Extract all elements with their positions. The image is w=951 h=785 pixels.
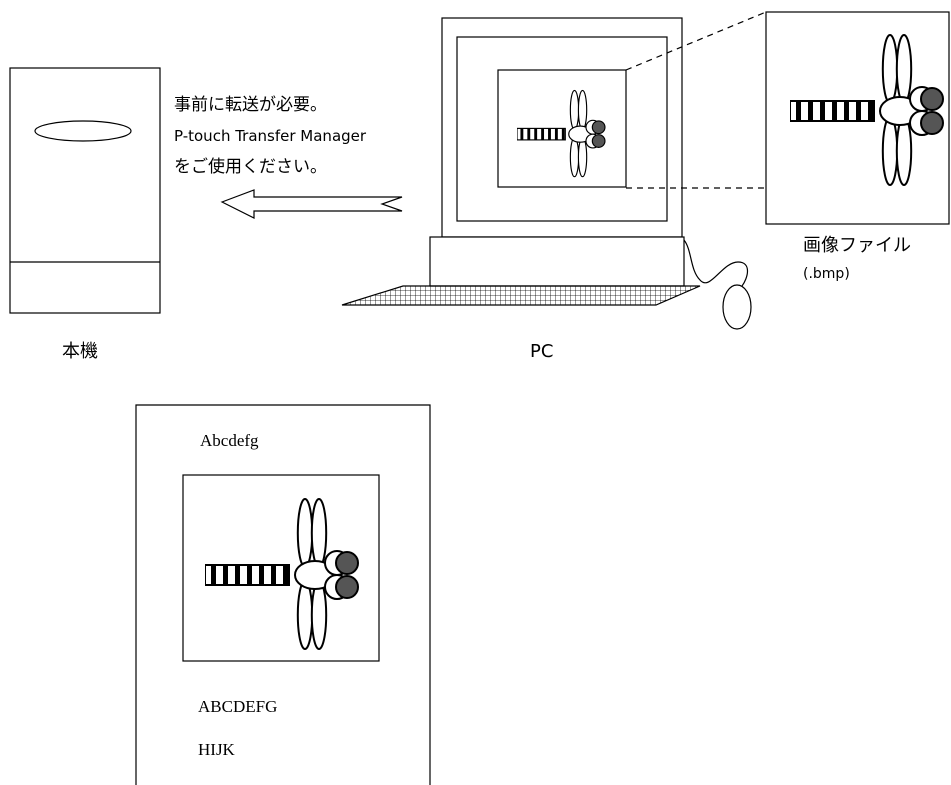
transfer-note-line1: 事前に転送が必要。 bbox=[174, 95, 327, 115]
printout-text-mid: ABCDEFG bbox=[198, 697, 277, 716]
transfer-note-line2: P-touch Transfer Manager bbox=[174, 127, 367, 145]
printout-text-bottom: HIJK bbox=[198, 740, 236, 759]
image-file-panel bbox=[766, 12, 949, 224]
device-label: 本機 bbox=[62, 341, 98, 362]
image-file-ext: (.bmp) bbox=[803, 266, 850, 282]
left-arrow-icon bbox=[222, 190, 402, 218]
printout-label: Abcdefg ABCDEFG HIJK bbox=[136, 405, 430, 785]
printer-device-icon bbox=[10, 68, 160, 313]
pc-label: PC bbox=[530, 341, 553, 362]
image-file-label: 画像ファイル bbox=[803, 235, 911, 256]
desktop-pc-icon bbox=[342, 18, 751, 329]
transfer-note: 事前に転送が必要。 P-touch Transfer Manager をご使用く… bbox=[174, 95, 367, 177]
transfer-note-line3: をご使用ください。 bbox=[174, 156, 327, 177]
printout-text-top: Abcdefg bbox=[200, 431, 259, 450]
